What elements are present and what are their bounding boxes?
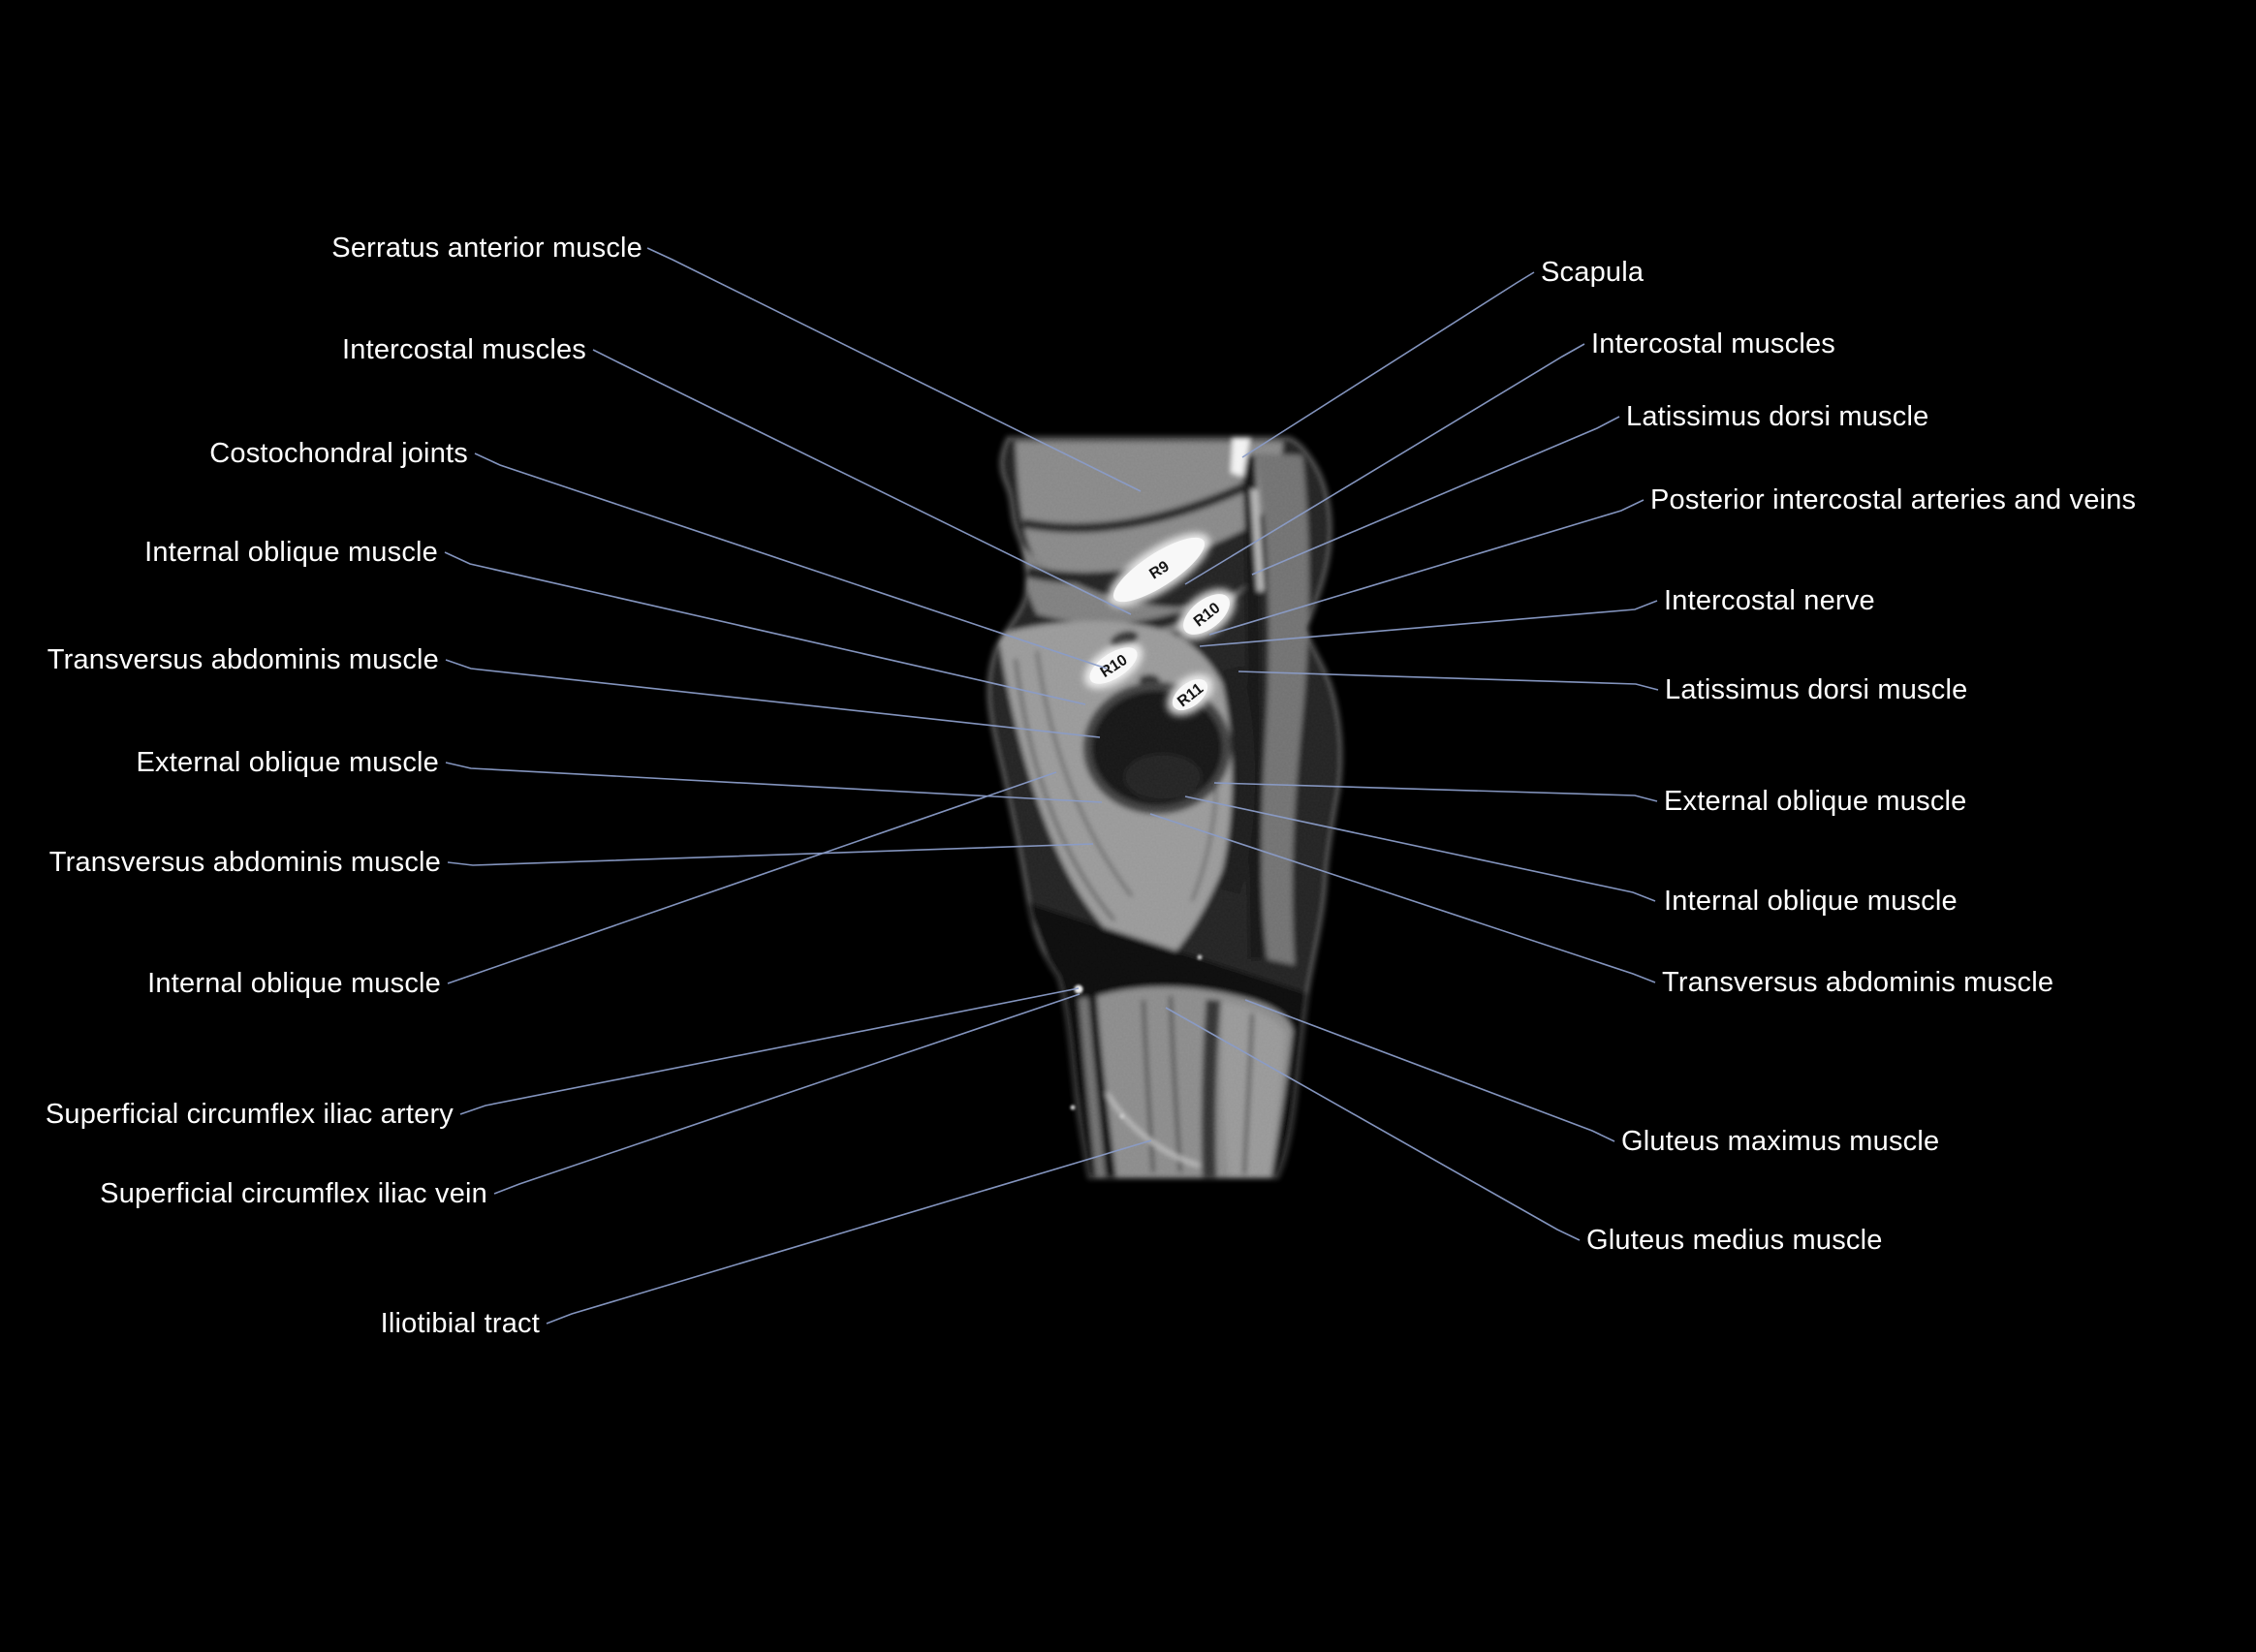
anatomy-label-left-5: External oblique muscle [136, 747, 439, 778]
leader-line-left-4 [445, 659, 1101, 738]
anatomy-label-left-6: Transversus abdominis muscle [48, 847, 441, 878]
leader-line-right-3 [1208, 499, 1645, 636]
leader-line-left-0 [646, 247, 1142, 492]
anatomy-label-left-7: Internal oblique muscle [147, 968, 441, 999]
leader-line-left-9 [493, 993, 1081, 1195]
anatomy-label-right-6: External oblique muscle [1664, 786, 1967, 817]
anatomy-label-left-8: Superficial circumflex iliac artery [45, 1099, 454, 1130]
leader-line-left-7 [447, 771, 1057, 984]
anatomy-label-right-0: Scapula [1541, 257, 1645, 288]
anatomy-label-right-4: Intercostal nerve [1664, 585, 1875, 616]
anatomy-label-left-9: Superficial circumflex iliac vein [100, 1178, 487, 1209]
leader-line-right-5 [1238, 670, 1659, 691]
anatomy-label-left-1: Intercostal muscles [342, 334, 586, 365]
leader-line-right-2 [1251, 416, 1620, 576]
leader-line-right-9 [1244, 999, 1615, 1142]
anatomy-label-left-3: Internal oblique muscle [144, 537, 438, 568]
anatomy-label-right-5: Latissimus dorsi muscle [1665, 674, 1968, 705]
anatomy-label-right-7: Internal oblique muscle [1664, 886, 1958, 917]
anatomy-label-left-10: Iliotibial tract [380, 1308, 540, 1339]
leader-line-left-10 [546, 1139, 1152, 1325]
anatomy-label-right-3: Posterior intercostal arteries and veins [1650, 484, 2137, 515]
leader-line-right-10 [1165, 1007, 1581, 1241]
leader-line-right-4 [1199, 600, 1658, 647]
leader-line-right-0 [1241, 271, 1535, 458]
anatomy-label-right-2: Latissimus dorsi muscle [1626, 401, 1929, 432]
leader-line-left-6 [447, 843, 1094, 866]
anatomy-label-right-10: Gluteus medius muscle [1586, 1225, 1883, 1256]
leader-line-right-7 [1184, 795, 1656, 902]
leader-line-left-5 [445, 762, 1103, 803]
leader-line-right-6 [1213, 782, 1658, 802]
leader-line-right-1 [1184, 343, 1585, 585]
anatomy-label-right-1: Intercostal muscles [1591, 328, 1835, 359]
leader-line-left-8 [459, 987, 1080, 1115]
leader-line-left-3 [444, 551, 1086, 705]
anatomy-label-left-0: Serratus anterior muscle [331, 233, 642, 264]
leader-line-left-1 [592, 349, 1132, 615]
leader-line-right-8 [1149, 813, 1656, 983]
anatomy-label-right-8: Transversus abdominis muscle [1662, 967, 2054, 998]
anatomy-label-left-2: Costochondral joints [209, 438, 468, 469]
leader-line-left-2 [474, 452, 1108, 670]
anatomy-label-left-4: Transversus abdominis muscle [47, 644, 439, 675]
anatomy-label-right-9: Gluteus maximus muscle [1621, 1126, 1940, 1157]
